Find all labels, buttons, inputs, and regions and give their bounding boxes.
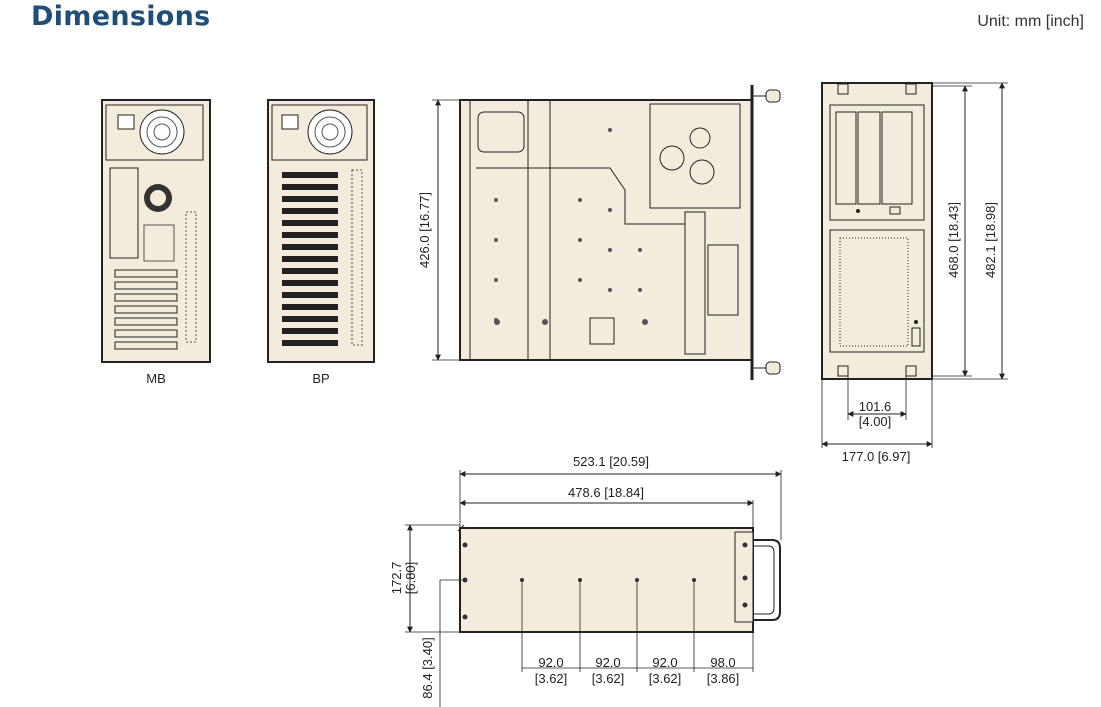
spacing-4-mm: 98.0 (710, 655, 735, 670)
spacing-3-mm: 92.0 (652, 655, 677, 670)
bp-slots (282, 172, 338, 346)
top-view (459, 85, 781, 380)
mb-slots (114, 269, 178, 350)
side-offset-dimension: 86.4 [3.40] (420, 637, 435, 698)
side-view (457, 524, 781, 633)
spacing-1-inch: [3.62] (535, 671, 568, 686)
side-height-inch: [6.80] (403, 562, 418, 595)
side-overall-dimension: 523.1 [20.59] (573, 454, 649, 469)
side-body-dimension: 478.6 [18.84] (568, 485, 644, 500)
top-depth-dimension: 426.0 [16.77] (417, 192, 432, 268)
front-height-total-dimension: 482.1 [18.98] (983, 202, 998, 278)
bp-label: BP (312, 371, 329, 386)
spacing-4-inch: [3.86] (707, 671, 740, 686)
unit-label: Unit: mm [inch] (977, 13, 1084, 30)
spacing-1-mm: 92.0 (538, 655, 563, 670)
mb-rear-view (101, 99, 211, 363)
spacing-2-mm: 92.0 (595, 655, 620, 670)
mb-label: MB (146, 371, 166, 386)
front-view (821, 82, 933, 380)
side-height-dimension: 172.7 (389, 562, 404, 595)
spacing-3-inch: [3.62] (649, 671, 682, 686)
bay-width-inch: [4.00] (859, 414, 892, 429)
spacing-2-inch: [3.62] (592, 671, 625, 686)
front-width-dimension: 177.0 [6.97] (842, 449, 911, 464)
front-height-dimension: 468.0 [18.43] (946, 202, 961, 278)
bp-rear-view (267, 99, 375, 363)
page-title: Dimensions (31, 1, 211, 32)
bay-width-dimension: 101.6 (859, 399, 892, 414)
